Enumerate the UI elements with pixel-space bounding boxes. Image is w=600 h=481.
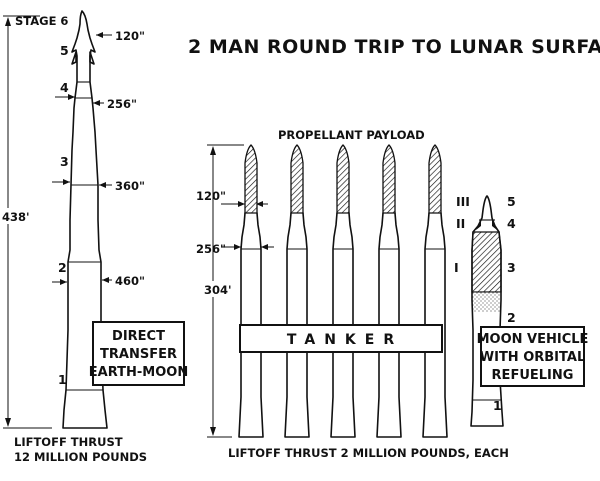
tanker-rocket	[422, 144, 448, 438]
moon-box-line-3: REFUELING	[492, 368, 574, 383]
moon-vehicle-outline	[470, 195, 504, 427]
diameter-120-label: 120"	[115, 29, 145, 43]
moon-vehicle	[470, 195, 504, 427]
total-height-label: 438'	[2, 210, 30, 224]
tanker-label: TANKER	[287, 332, 403, 348]
moon-vehicle-box	[480, 326, 585, 387]
direct-rocket-outline	[62, 10, 108, 429]
diameter-markers-right	[221, 201, 274, 250]
left-thrust-line-1: LIFTOFF THRUST	[14, 435, 123, 449]
direct-box-line-1: DIRECT	[112, 329, 165, 344]
moon-stage-4-number: 4	[507, 216, 516, 231]
tanker-rockets	[238, 144, 448, 438]
diameter-256-label: 256"	[107, 97, 137, 111]
stage-6-label: STAGE 6	[15, 14, 68, 28]
stage-3-number: 3	[60, 154, 69, 169]
propellant-payload-label: PROPELLANT PAYLOAD	[278, 128, 425, 142]
moon-box-line-1: MOON VEHICLE	[477, 332, 589, 347]
moon-box-line-2: WITH ORBITAL	[480, 350, 585, 365]
tanker-rocket	[376, 144, 402, 438]
upper-stage-fins	[71, 51, 95, 65]
tanker-rocket	[330, 144, 356, 438]
tanker-diameter-256-label: 256"	[196, 242, 226, 256]
moon-stage-5-number: 5	[507, 194, 516, 209]
diagram-title: 2 MAN ROUND TRIP TO LUNAR SURFACE	[188, 36, 600, 58]
orbital-refueling-group: PROPELLANT PAYLOAD 304' 120" 256"	[196, 128, 588, 460]
direct-transfer-box	[92, 321, 185, 386]
moon-stage-1-number: 1	[493, 398, 502, 413]
diameter-markers-left	[52, 32, 112, 285]
moon-stage-3-number: 3	[507, 260, 516, 275]
direct-transfer-rocket: 438' STAGE 6 5 4 3 2 1	[1, 10, 188, 464]
right-thrust-label: LIFTOFF THRUST 2 MILLION POUNDS, EACH	[228, 446, 509, 460]
stage-1-number: 1	[58, 372, 67, 387]
moon-stage-iii-label: III	[456, 194, 470, 209]
stage-4-number: 4	[60, 80, 69, 95]
height-dimension-right	[204, 144, 244, 438]
moon-stage-2-number: 2	[507, 310, 516, 325]
diameter-460-label: 460"	[115, 274, 145, 288]
stage-2-number: 2	[58, 260, 67, 275]
moon-stage-ii-label: II	[456, 216, 465, 231]
moon-stage-i-label: I	[454, 260, 459, 275]
stage-5-number: 5	[60, 43, 69, 58]
left-thrust-line-2: 12 MILLION POUNDS	[14, 450, 147, 464]
tanker-height-label: 304'	[204, 283, 232, 297]
direct-box-line-3: EARTH-MOON	[89, 365, 188, 380]
tanker-banner	[239, 324, 443, 353]
tanker-diameter-120-label: 120"	[196, 189, 226, 203]
diameter-360-label: 360"	[115, 179, 145, 193]
direct-box-line-2: TRANSFER	[100, 347, 177, 362]
tanker-rocket	[238, 144, 264, 438]
tanker-rocket	[284, 144, 310, 438]
height-dimension-left	[1, 15, 52, 429]
